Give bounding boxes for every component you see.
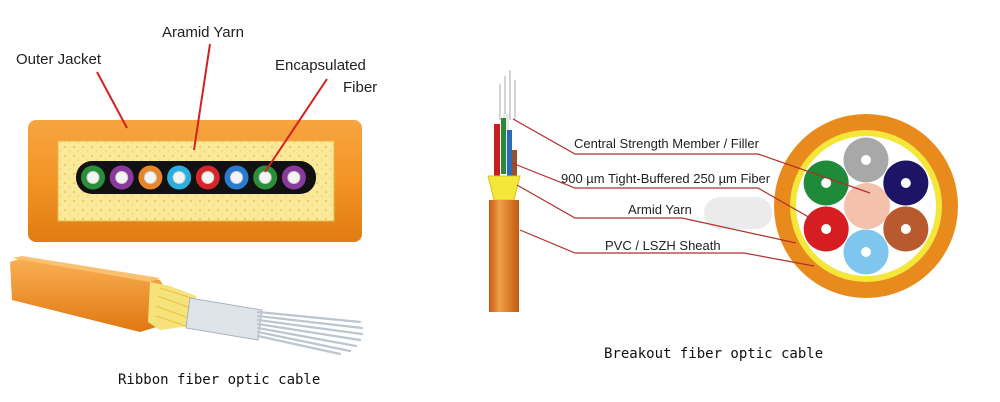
breakout-central-member: [844, 183, 890, 229]
breakout-jacket-tube: [489, 200, 519, 312]
flat-cable-jacket-top: [12, 256, 160, 282]
breakout-aramid-yarn: [487, 175, 521, 201]
breakout-leader-lines: [511, 118, 871, 267]
ribbon-fiber-core-1: [86, 171, 100, 184]
label-strength-member: Central Strength Member / Filler: [574, 136, 760, 151]
ribbon-cable-illustration: [10, 256, 364, 356]
leader-strength-member: [512, 118, 871, 194]
leader-aramid-yarn: [193, 43, 211, 151]
breakout-subunit-blue: [507, 130, 512, 176]
caption-ribbon: Ribbon fiber optic cable: [118, 372, 320, 388]
label-sheath: PVC / LSZH Sheath: [605, 238, 721, 253]
ribbon-fiber-core-2: [115, 171, 129, 184]
flat-cable-yarn-fray: [148, 282, 196, 330]
label-encapsulated: Encapsulated: [275, 57, 366, 74]
breakout-bare-fibers: [499, 70, 516, 120]
flat-ribbon-fibers: [256, 310, 364, 356]
label-tight-buffered: 900 µm Tight-Buffered 250 µm Fiber: [561, 171, 771, 186]
label-aramid-yarn: Aramid Yarn: [162, 24, 244, 41]
ribbon-fiber-row: [81, 165, 306, 190]
breakout-unit-core-4: [861, 247, 871, 257]
ribbon-fiber-core-4: [172, 171, 186, 184]
breakout-unit-core-5: [821, 224, 832, 234]
breakout-unit-core-3: [900, 224, 911, 234]
breakout-unit-core-1: [861, 155, 871, 165]
breakout-unit-core-2: [900, 178, 911, 188]
breakout-side-view: [487, 70, 521, 312]
breakout-subunit-green: [501, 118, 506, 174]
leader-tight-buffered: [511, 162, 813, 220]
ribbon-fiber-core-3: [143, 171, 157, 184]
leader-encapsulated-fiber: [264, 78, 328, 173]
flat-ribbon-matrix: [185, 297, 263, 341]
faint-pill-decoration: [704, 197, 772, 229]
ribbon-fiber-core-7: [258, 171, 272, 184]
breakout-tight-buffered-units: [803, 137, 929, 275]
leader-sheath: [519, 229, 815, 267]
breakout-subunit-red: [494, 124, 500, 178]
ribbon-leader-lines: [96, 43, 328, 173]
ribbon-fiber-core-5: [201, 171, 215, 184]
breakout-unit-core-6: [821, 178, 832, 188]
breakout-cross-section: [774, 114, 958, 298]
ribbon-fiber-core-6: [230, 171, 243, 184]
caption-breakout: Breakout fiber optic cable: [604, 346, 823, 362]
ribbon-fiber-core-8: [287, 171, 301, 184]
label-armid-yarn: Armid Yarn: [628, 202, 692, 217]
label-fiber: Fiber: [343, 79, 377, 96]
leader-outer-jacket: [96, 71, 128, 129]
label-outer-jacket: Outer Jacket: [16, 51, 102, 68]
leader-armid-yarn: [516, 184, 797, 244]
